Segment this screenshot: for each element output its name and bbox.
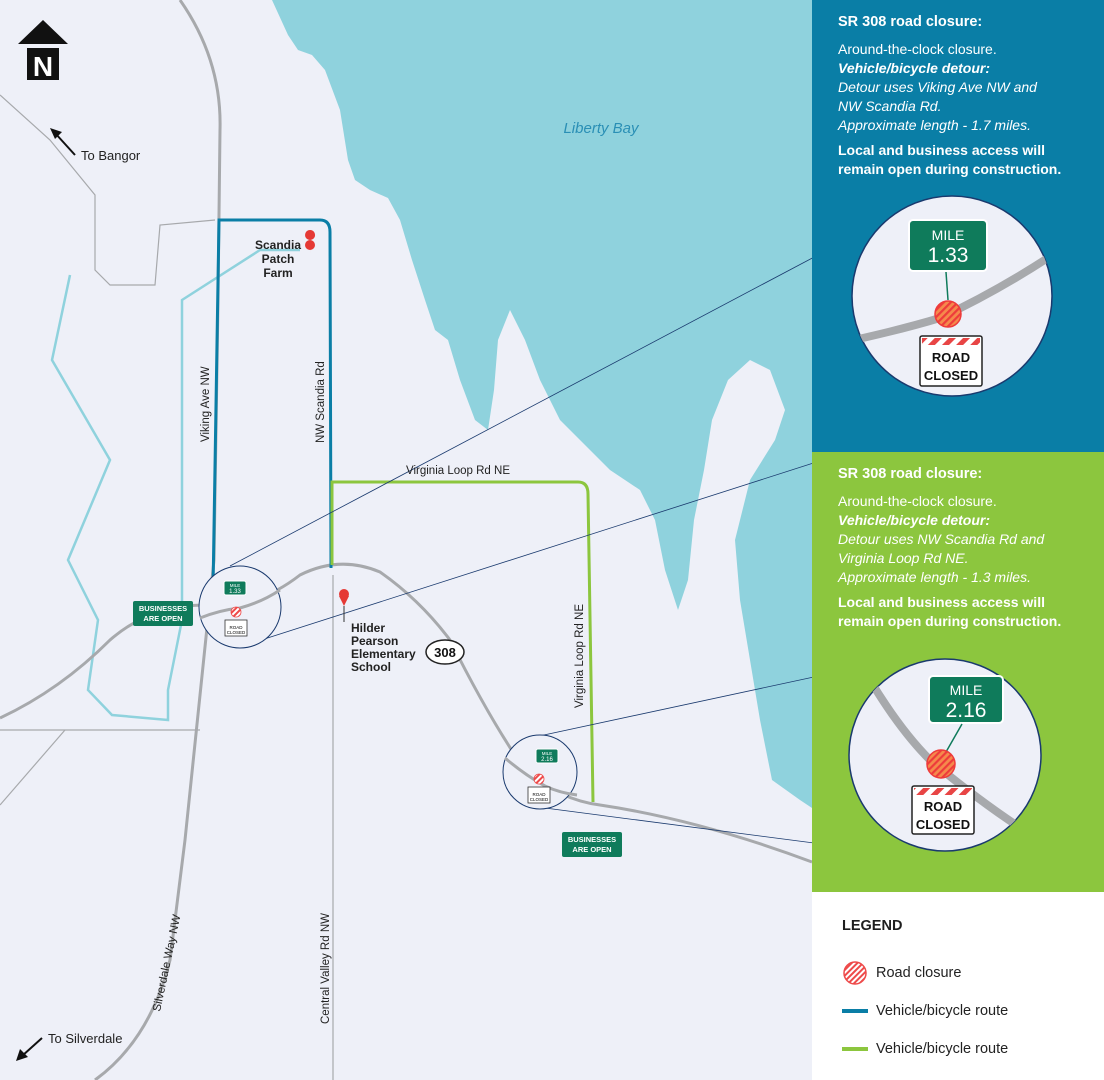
badge-1-line-2: ARE OPEN	[143, 614, 182, 623]
road-label-scandia: NW Scandia Rd	[315, 361, 327, 443]
road-closed-small-1a: ROAD	[229, 625, 243, 630]
scandia-farm-pin-icon	[305, 230, 316, 254]
to-silverdale: To Silverdale	[16, 1031, 122, 1061]
badge-2-line-1: BUSINESSES	[568, 835, 616, 844]
place-school-2: Pearson	[351, 634, 398, 648]
road-sr308	[0, 562, 813, 864]
blue-panel-title: SR 308 road closure:	[838, 14, 983, 30]
legend-title: LEGEND	[842, 918, 903, 934]
place-scandia-1: Scandia	[255, 238, 301, 252]
north-arrow-icon: N	[18, 20, 68, 82]
badge-1-line-1: BUSINESSES	[139, 604, 187, 613]
to-bangor: To Bangor	[50, 128, 141, 163]
blue-panel-detour-heading: Vehicle/bicycle detour:	[838, 60, 990, 76]
legend-label-closure: Road closure	[876, 965, 962, 981]
green-panel-line1: Around-the-clock closure.	[838, 493, 997, 509]
badge-2-line-2: ARE OPEN	[572, 845, 611, 854]
road-closed-small-2b: CLOSED	[530, 797, 549, 802]
businesses-open-badge-2: BUSINESSES ARE OPEN	[562, 832, 622, 857]
blue-panel-line1: Around-the-clock closure.	[838, 41, 997, 57]
green-info-panel: SR 308 road closure: Around-the-clock cl…	[812, 452, 1104, 892]
businesses-open-badge-1: BUSINESSES ARE OPEN	[133, 601, 193, 626]
legend-item-closure: Road closure	[842, 954, 1104, 992]
closure-1-small[interactable]: MILE 1.33 ROAD CLOSED	[198, 565, 282, 649]
place-scandia-3: Farm	[263, 266, 292, 280]
road-silverdale-way	[94, 0, 222, 1080]
legend-item-blue-route: Vehicle/bicycle route	[842, 992, 1104, 1030]
road-label-virginia-side: Virginia Loop Rd NE	[574, 604, 586, 708]
blue-panel-access-2: remain open during construction.	[838, 161, 1062, 177]
mile-value-small-2: 2.16	[541, 757, 553, 763]
green-panel-access-1: Local and business access will	[838, 594, 1045, 610]
green-panel-detour-2: Virginia Loop Rd NE.	[838, 550, 969, 566]
school-pin-icon	[339, 589, 349, 622]
blue-panel-detour-3: Approximate length - 1.7 miles.	[838, 117, 1031, 133]
road-closure-icon	[843, 961, 867, 985]
legend-label-green-route: Vehicle/bicycle route	[876, 1041, 1009, 1057]
closure-2-small[interactable]: MILE 2.16 ROAD CLOSED	[502, 734, 578, 810]
road-label-virginia-top: Virginia Loop Rd NE	[406, 465, 510, 477]
place-scandia-2: Patch	[262, 252, 295, 266]
light-blue-line-west	[50, 248, 300, 722]
mile-label-small-1: MILE	[230, 583, 241, 588]
mile-label-small-2: MILE	[542, 751, 553, 756]
blue-panel-detour-2: NW Scandia Rd.	[838, 98, 942, 114]
north-label: N	[33, 51, 53, 82]
green-panel-access-2: remain open during construction.	[838, 613, 1062, 629]
road-label-viking: Viking Ave NW	[200, 366, 212, 442]
mile-value-small-1: 1.33	[229, 589, 241, 595]
green-panel-detour-1: Detour uses NW Scandia Rd and	[838, 531, 1045, 547]
green-route-line	[330, 480, 595, 803]
place-school-4: School	[351, 660, 391, 674]
green-panel-detour-heading: Vehicle/bicycle detour:	[838, 512, 990, 528]
road-northwest	[0, 94, 216, 286]
route-shield-label: 308	[434, 645, 456, 660]
legend-label-blue-route: Vehicle/bicycle route	[876, 1003, 1009, 1019]
green-panel-detour-3: Approximate length - 1.3 miles.	[838, 569, 1031, 585]
road-closed-small-1b: CLOSED	[227, 630, 246, 635]
road-label-central-valley: Central Valley Rd NW	[320, 913, 332, 1024]
to-silverdale-label: To Silverdale	[48, 1031, 122, 1046]
blue-panel-detour-1: Detour uses Viking Ave NW and	[838, 79, 1037, 95]
legend-item-green-route: Vehicle/bicycle route	[842, 1030, 1104, 1068]
green-route-line-icon	[842, 1047, 868, 1051]
blue-panel-access-1: Local and business access will	[838, 142, 1045, 158]
road-west-diag	[0, 729, 66, 806]
place-school-1: Hilder	[351, 621, 385, 635]
blue-info-panel: SR 308 road closure: Around-the-clock cl…	[812, 0, 1104, 452]
place-school-3: Elementary	[351, 647, 416, 661]
blue-route-line	[211, 218, 333, 591]
water-label: Liberty Bay	[563, 120, 640, 137]
road-closed-small-2a: ROAD	[532, 792, 546, 797]
to-bangor-label: To Bangor	[81, 148, 141, 163]
blue-route-line-icon	[842, 1009, 868, 1013]
liberty-bay-water	[272, 0, 812, 808]
callout-line-1a	[229, 217, 889, 567]
green-panel-title: SR 308 road closure:	[838, 466, 983, 482]
legend-panel: LEGEND Road closure Vehicle/bicycle rout…	[812, 892, 1104, 1080]
sr-308-shield: 308	[425, 639, 465, 665]
